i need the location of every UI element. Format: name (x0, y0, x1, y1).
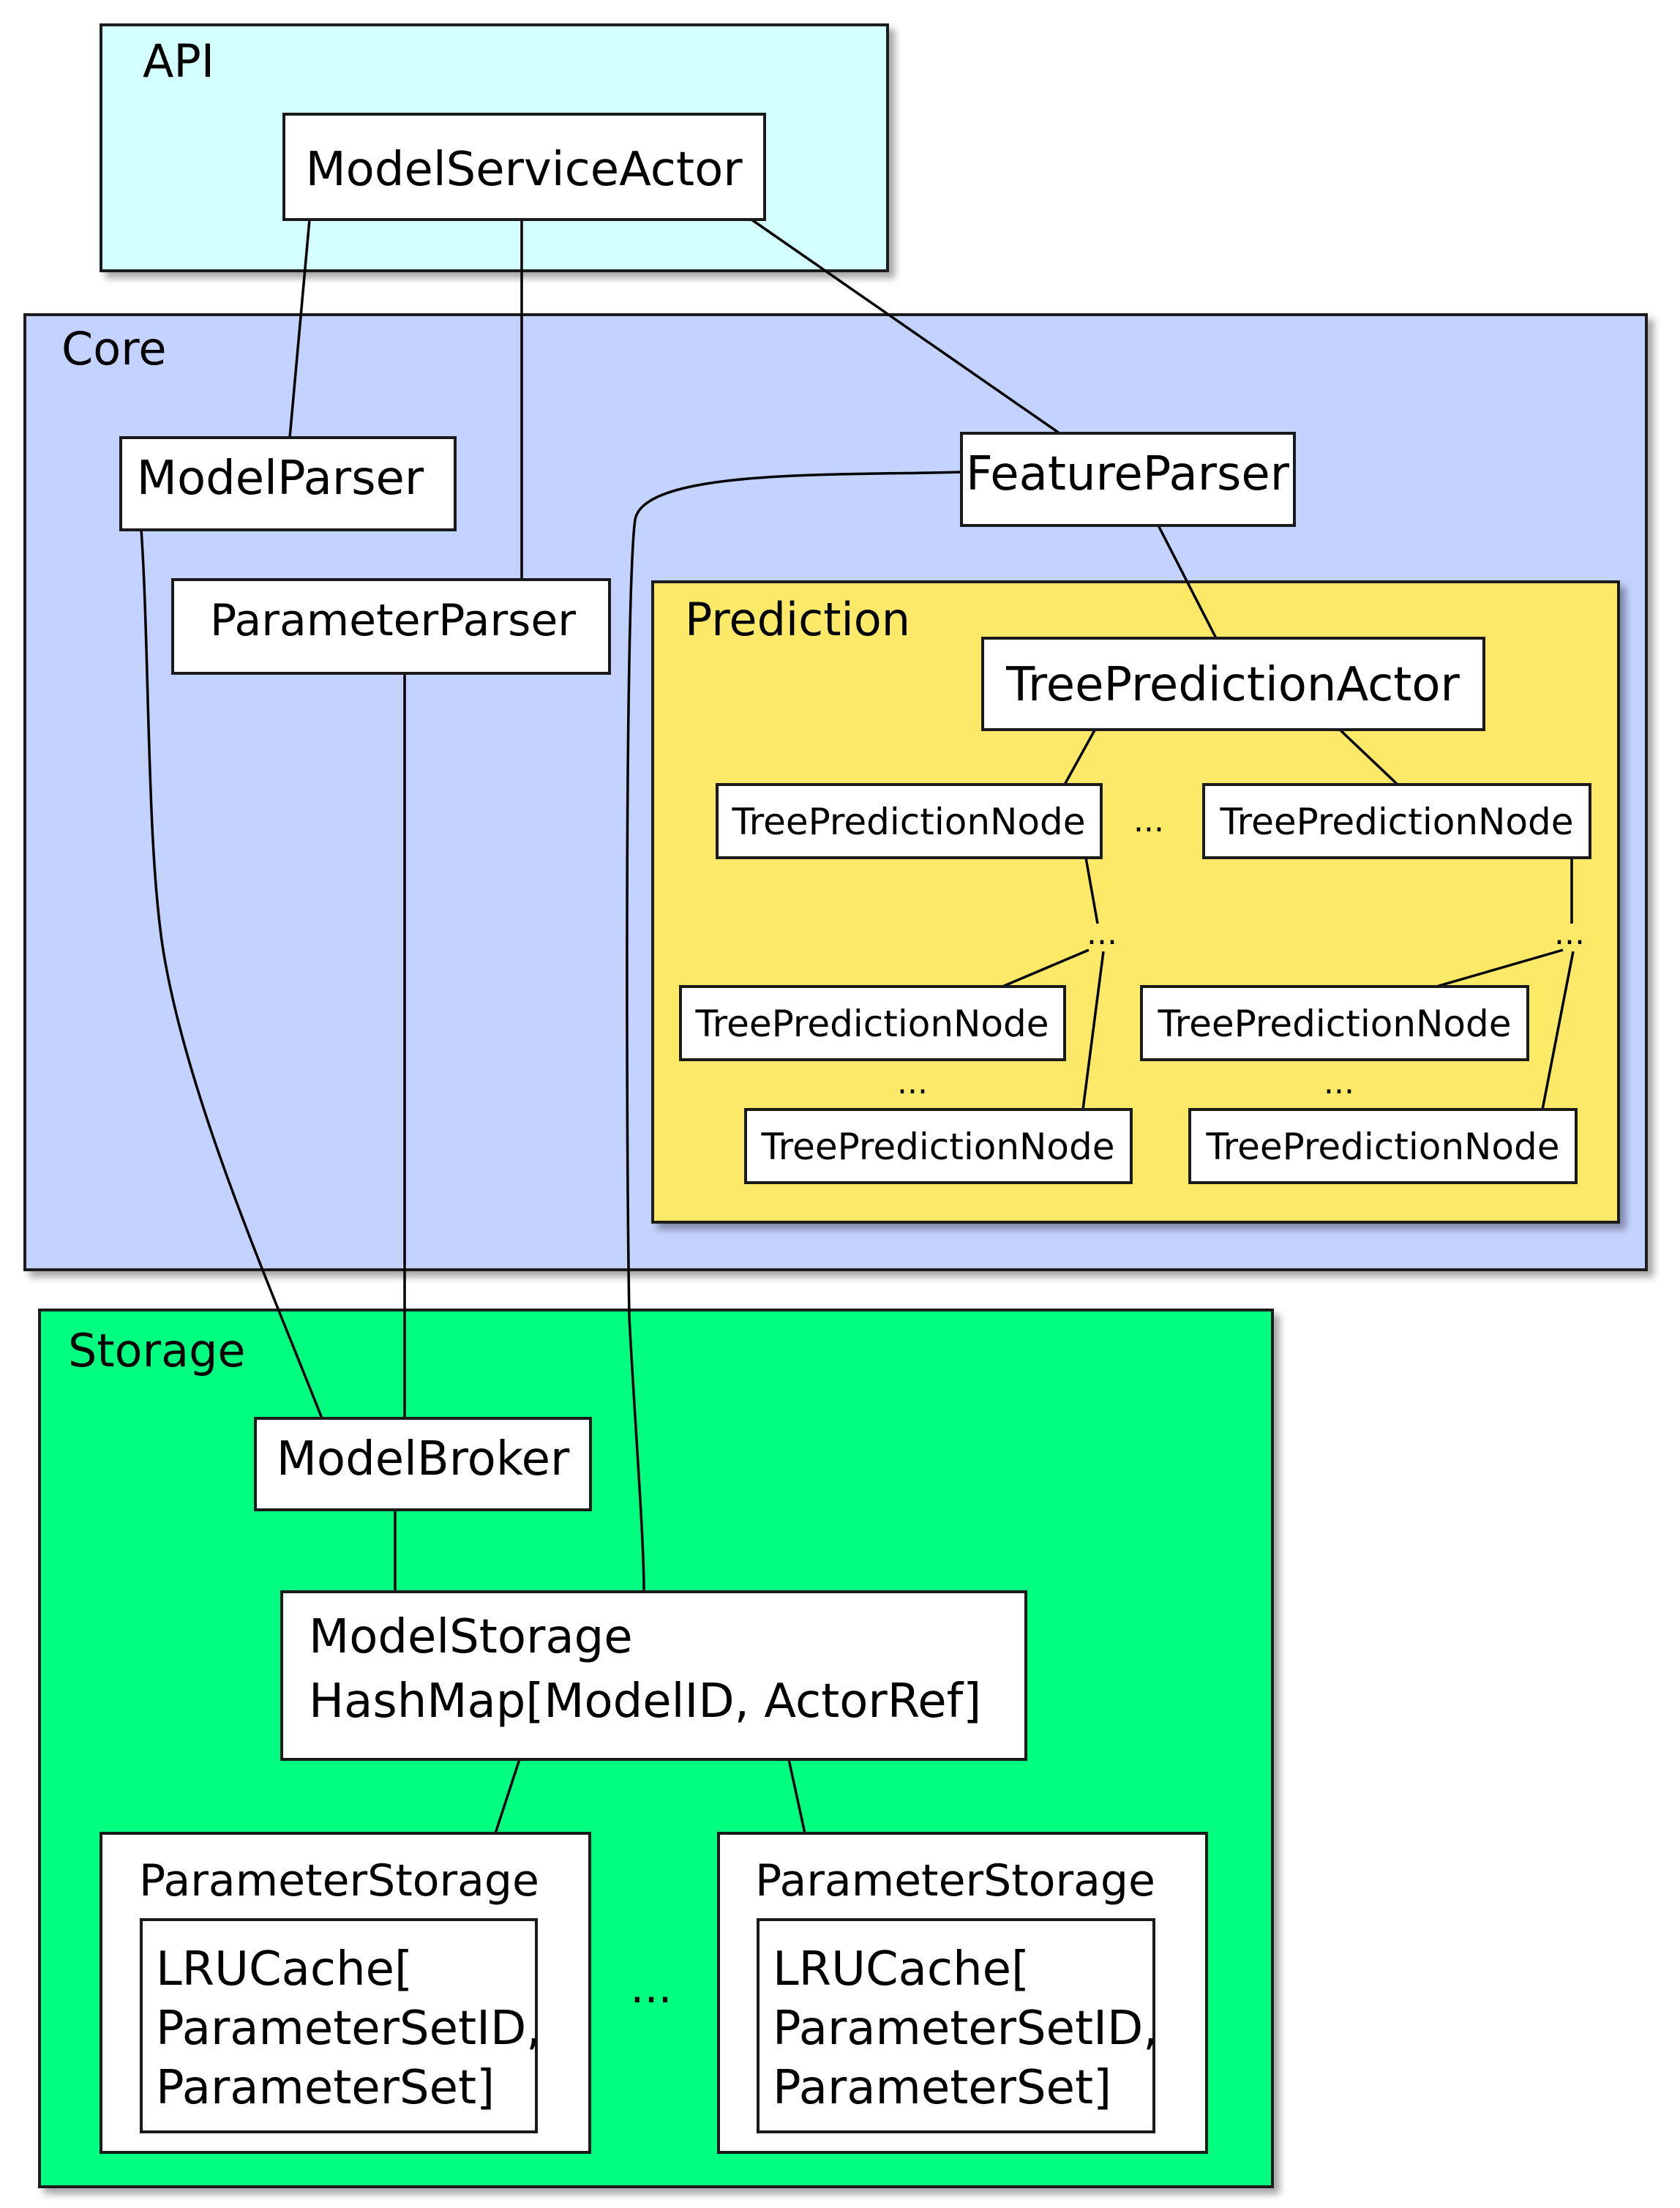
model-broker-box (254, 1417, 592, 1511)
model-parser-label: ModelParser (137, 452, 424, 506)
edge-branch-right-child2 (1541, 951, 1575, 1110)
edge-branch-left-child2 (1081, 951, 1105, 1110)
edge-branch-right-child1 (1436, 948, 1564, 988)
lru-cache-right-line2: ParameterSetID, (773, 2002, 1158, 2056)
tree-node-right-child1-label: TreePredictionNode (1157, 1003, 1511, 1045)
lru-cache-left-line2: ParameterSetID, (156, 2002, 541, 2056)
parameter-parser-box (171, 578, 611, 675)
model-parser-box (119, 436, 457, 531)
tree-node-left-box (716, 783, 1103, 859)
model-storage-type: HashMap[ModelID, ActorRef] (309, 1674, 981, 1729)
feature-parser-label: FeatureParser (966, 447, 1290, 501)
tree-node-right-child2-label: TreePredictionNode (1205, 1126, 1559, 1168)
storage-siblings-ellipsis: ... (630, 1962, 672, 2013)
edge-actor-node-right (1338, 727, 1399, 786)
prediction-region-label: Prediction (685, 593, 910, 646)
tree-node-left-label: TreePredictionNode (731, 801, 1085, 843)
parameter-parser-label: ParameterParser (210, 595, 576, 646)
edge-modelstorage-paramstorage-left (494, 1759, 521, 1834)
model-storage-box (280, 1590, 1027, 1761)
tree-node-right-child2-box (1188, 1108, 1578, 1184)
lru-cache-right-line3: ParameterSet] (773, 2061, 1111, 2115)
edge-actor-node-left (1063, 728, 1097, 785)
tree-node-left-child2-box (744, 1108, 1133, 1184)
tree-node-right-label: TreePredictionNode (1219, 801, 1573, 843)
edge-serviceactor-featureparser (751, 218, 1060, 435)
tree-branch-left-ellipsis: ... (1087, 915, 1117, 952)
lru-cache-left-box (140, 1918, 538, 2133)
lru-cache-left-line1: LRUCache[ (156, 1942, 413, 1996)
connectors (140, 218, 1575, 1834)
edge-serviceactor-modelparser (288, 219, 311, 438)
model-storage-title: ModelStorage (309, 1610, 633, 1664)
tree-node-right-child1-box (1140, 985, 1529, 1061)
edge-modelparser-modelbroker (140, 528, 323, 1419)
tree-node-left-child1-box (679, 985, 1066, 1061)
storage-region-label: Storage (68, 1324, 246, 1377)
edge-featureparser-modelstorage (626, 471, 962, 1593)
parameter-storage-right-title: ParameterStorage (755, 1855, 1155, 1906)
tree-node-right-box (1202, 783, 1591, 859)
edge-modelstorage-paramstorage-right (787, 1759, 806, 1834)
parameter-storage-left-title: ParameterStorage (139, 1855, 539, 1906)
tree-prediction-actor-label: TreePredictionActor (1005, 658, 1460, 712)
model-service-actor-box (282, 113, 766, 221)
tree-children-left-ellipsis: ... (897, 1064, 928, 1101)
tree-node-left-child2-label: TreePredictionNode (760, 1126, 1114, 1168)
model-service-actor-label: ModelServiceActor (305, 143, 743, 197)
lru-cache-left-line3: ParameterSet] (156, 2061, 495, 2115)
core-region-label: Core (61, 322, 167, 375)
api-region-label: API (143, 34, 214, 88)
edge-branch-left-child1 (1002, 948, 1090, 988)
tree-branch-right-ellipsis: ... (1554, 915, 1585, 952)
tree-siblings-ellipsis: ... (1133, 802, 1164, 839)
tree-prediction-actor-box (981, 637, 1485, 731)
edge-featureparser-treepredictionactor (1156, 523, 1218, 639)
lru-cache-right-line1: LRUCache[ (773, 1942, 1030, 1996)
tree-children-right-ellipsis: ... (1324, 1064, 1354, 1101)
feature-parser-box (960, 432, 1296, 527)
model-broker-label: ModelBroker (277, 1432, 570, 1486)
edge-node-left-branch (1084, 857, 1099, 924)
tree-node-left-child1-label: TreePredictionNode (694, 1003, 1049, 1045)
lru-cache-right-box (757, 1918, 1155, 2133)
